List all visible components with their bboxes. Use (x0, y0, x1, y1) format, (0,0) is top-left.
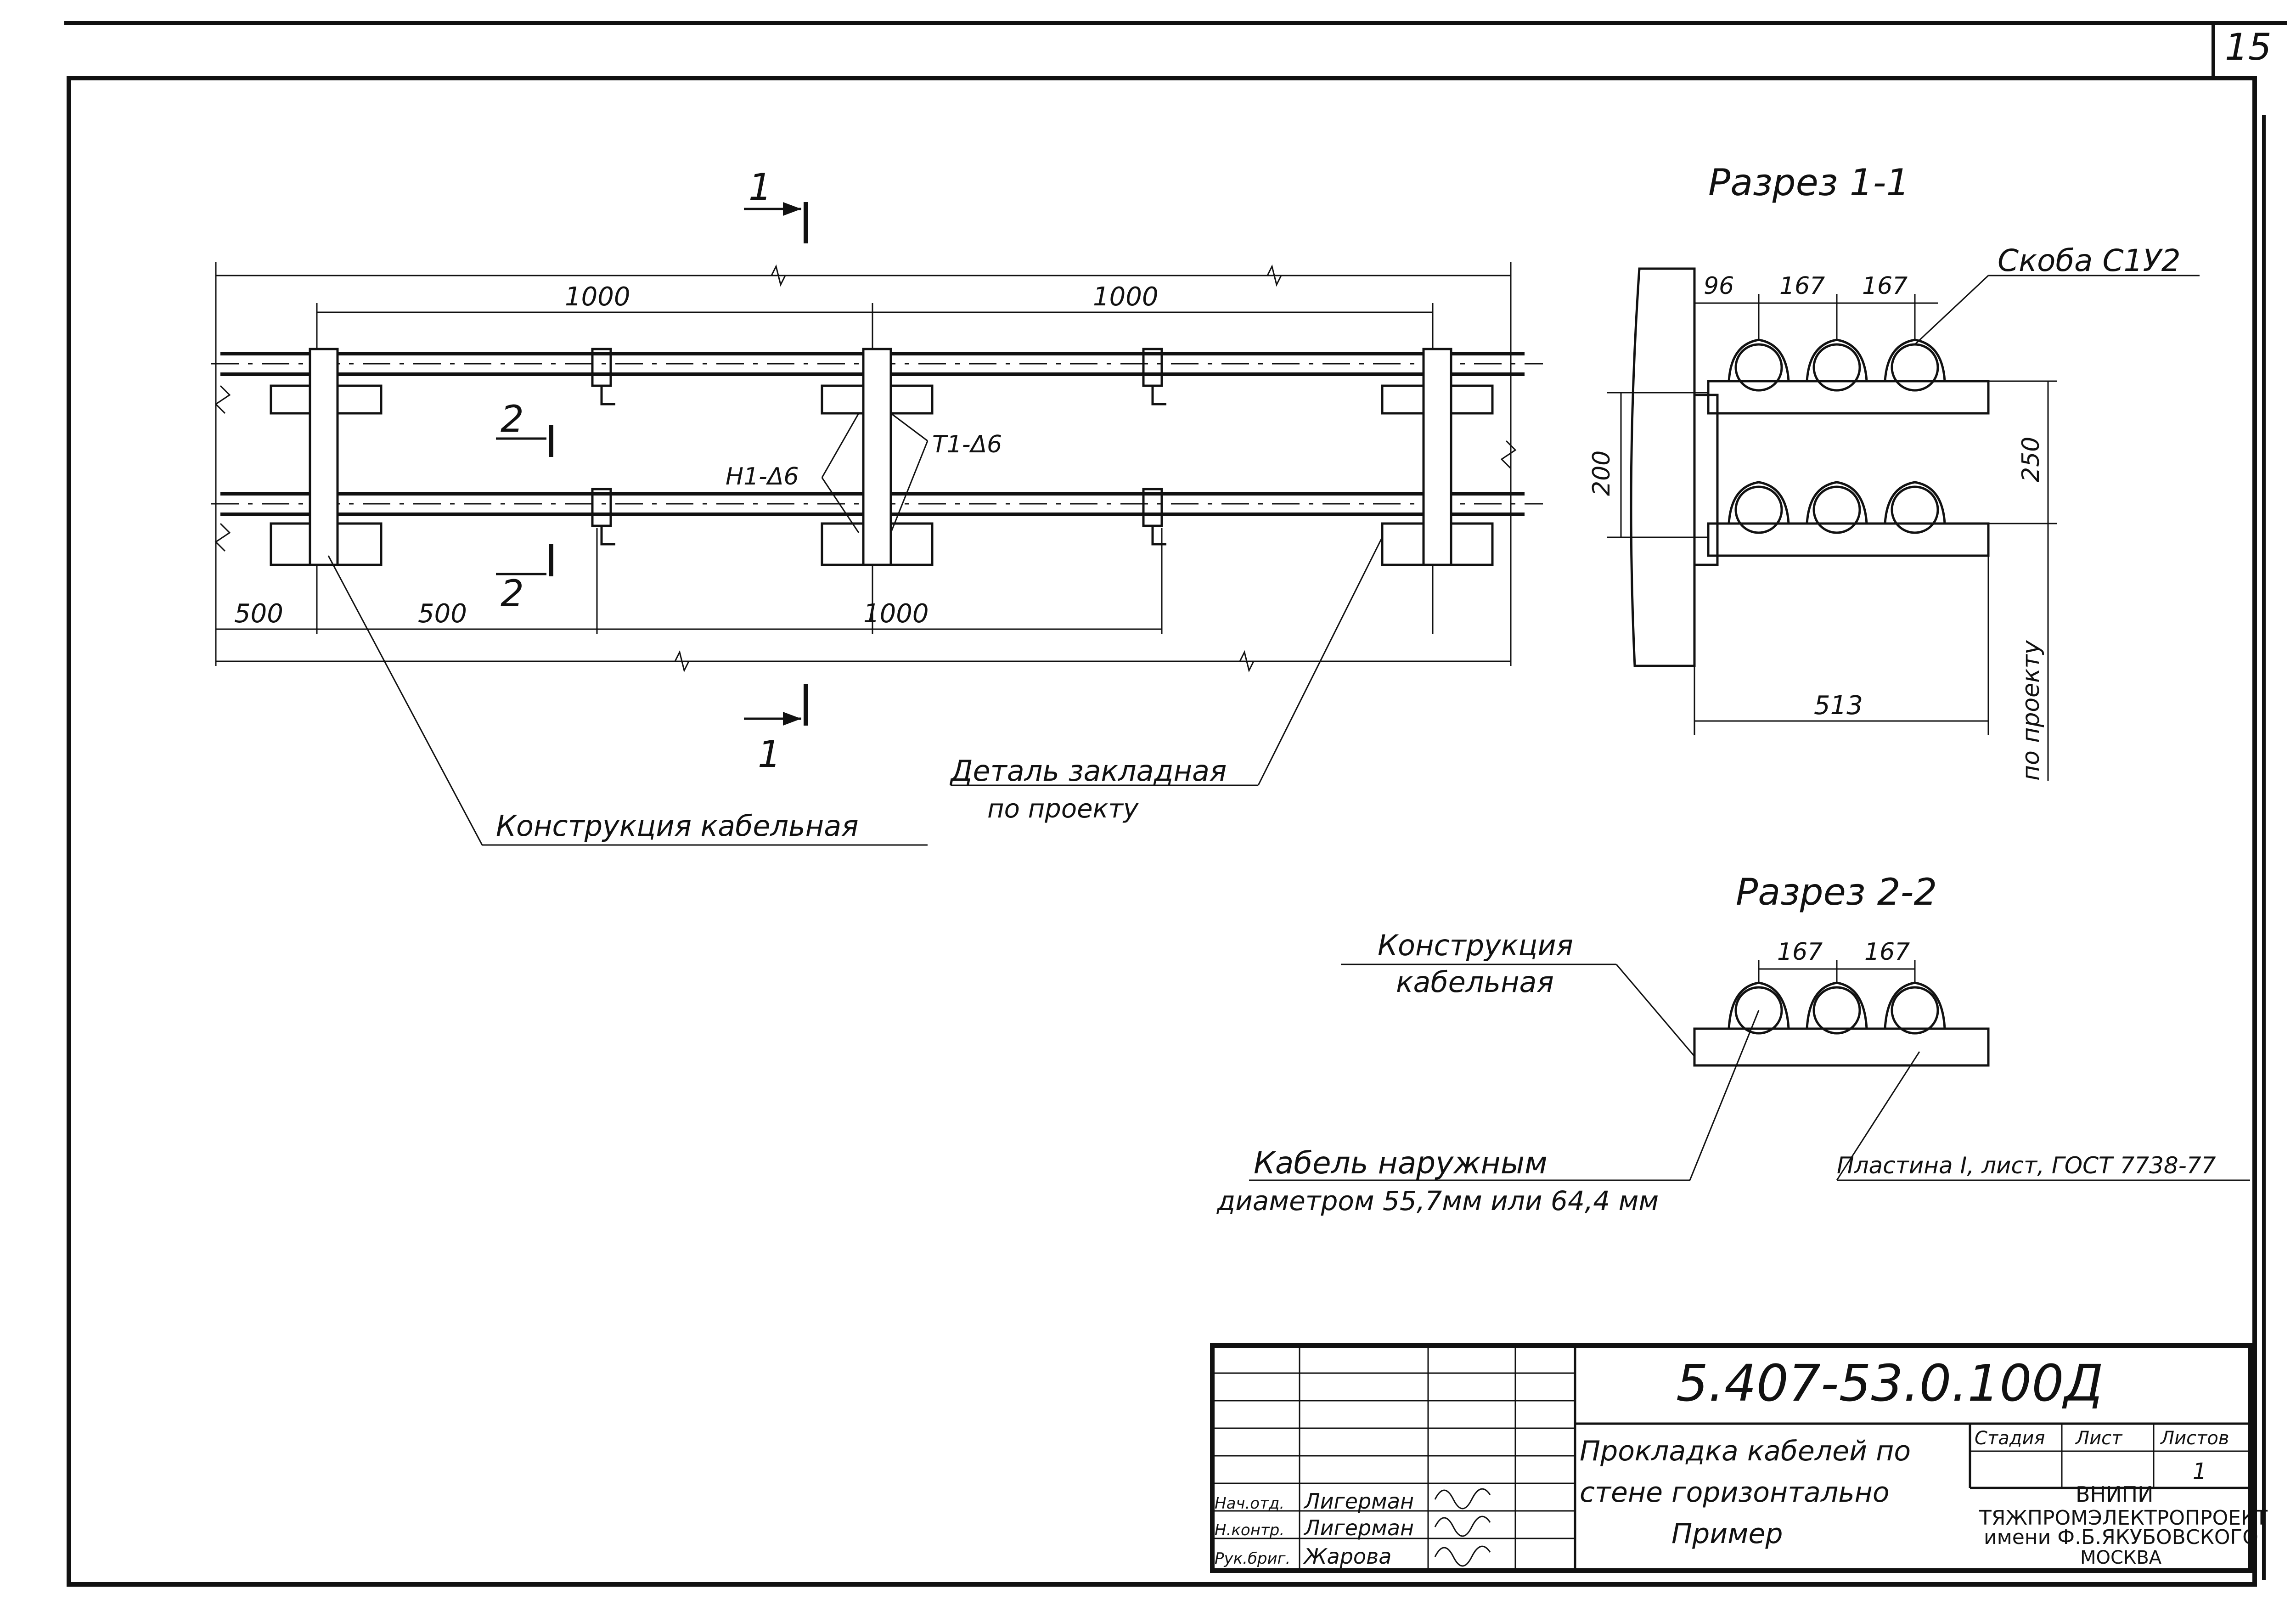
sheets-value: 1 (2193, 1459, 2207, 1484)
callout-cable-construction (327, 555, 928, 846)
org-line-1: ВНИПИ (2076, 1482, 2154, 1507)
section-mark-1-top (744, 202, 808, 243)
section-1-dim-per-project: по проекту (2017, 640, 2045, 781)
plan-dim-top-2: 1000 (1093, 282, 1159, 312)
title-line-2: стене горизонтально (1580, 1476, 1890, 1509)
sig-name-2: Лигерман (1303, 1515, 1414, 1540)
sig-role-2: Н.контр. (1215, 1521, 1284, 1539)
title-line-1: Прокладка кабелей по (1580, 1435, 1911, 1467)
plan-dim-bottom-2: 500 (418, 599, 467, 629)
section-mark-2-top (496, 425, 553, 457)
section-2-cable-2: диаметром 55,7мм или 64,4 мм (1216, 1185, 1659, 1217)
section-2-construction-2: кабельная (1396, 965, 1554, 999)
plan-dim-bottom-3: 1000 (863, 599, 929, 629)
section-2-dim-167a: 167 (1777, 938, 1823, 966)
section-2-construction-1: Конструкция (1378, 929, 1573, 962)
section-1-dim-167b: 167 (1862, 272, 1908, 300)
section-1-dim-167a: 167 (1779, 272, 1825, 300)
page-number: 15 (2225, 26, 2272, 68)
section-2-cable-1: Кабель наружным (1254, 1145, 1548, 1181)
signature-marks (1434, 1488, 1491, 1567)
plan-dim-bottom-1: 500 (234, 599, 283, 629)
section-1-dim-96: 96 (1704, 272, 1734, 300)
label-embedded-detail: Деталь закладная (949, 754, 1227, 788)
org-line-2: ТЯЖПРОМЭЛЕКТРОПРОЕКТ (1979, 1506, 2268, 1530)
org-line-4: МОСКВА (2080, 1547, 2162, 1568)
sig-role-1: Нач.отд. (1215, 1494, 1284, 1513)
section-mark-2-bottom (496, 544, 553, 576)
section-mark-1-bottom (744, 684, 808, 726)
plan-weld-left: Н1-Δ6 (726, 463, 799, 490)
section-1-dim-200: 200 (1588, 451, 1615, 496)
label-embedded-project: по проекту (987, 794, 1139, 824)
sig-name-3: Жарова (1303, 1544, 1391, 1569)
col-stage: Стадия (1975, 1428, 2045, 1449)
section-2-dim-167b: 167 (1864, 938, 1910, 966)
section-1-title: Разрез 1-1 (1708, 161, 1909, 204)
sheet-frame (64, 21, 2287, 1587)
plan-view (211, 262, 1543, 673)
section-1-dim-513: 513 (1814, 691, 1863, 721)
plan-dim-top-1: 1000 (565, 282, 630, 312)
section-1-bracket-label: Скоба С1У2 (1998, 243, 2181, 278)
label-cable-construction: Конструкция кабельная (496, 809, 859, 843)
section-1-view (1607, 267, 2200, 781)
section-mark-2-bottom-label: 2 (501, 572, 524, 615)
col-sheets: Листов (2160, 1428, 2229, 1449)
col-sheet: Лист (2075, 1428, 2123, 1449)
callout-embedded-detail (951, 537, 1383, 786)
section-2-title: Разрез 2-2 (1736, 871, 1937, 913)
section-mark-2-top-label: 2 (501, 398, 524, 440)
sig-name-1: Лигерман (1303, 1489, 1414, 1514)
title-block (1210, 1343, 2252, 1573)
plan-weld-right: Т1-Δ6 (932, 431, 1002, 458)
title-line-3: Пример (1671, 1518, 1783, 1550)
sig-role-3: Рук.бриг. (1215, 1549, 1290, 1568)
section-1-dim-250: 250 (2017, 437, 2045, 482)
org-line-3: имени Ф.Б.ЯКУБОВСКОГО (1984, 1526, 2258, 1549)
section-2-plate-label: Пластина I, лист, ГОСТ 7738-77 (1837, 1152, 2216, 1179)
doc-code: 5.407-53.0.100Д (1676, 1354, 2103, 1413)
section-mark-1-top-label: 1 (748, 166, 772, 208)
section-2-view (1249, 960, 2250, 1181)
section-mark-1-bottom-label: 1 (758, 733, 781, 776)
